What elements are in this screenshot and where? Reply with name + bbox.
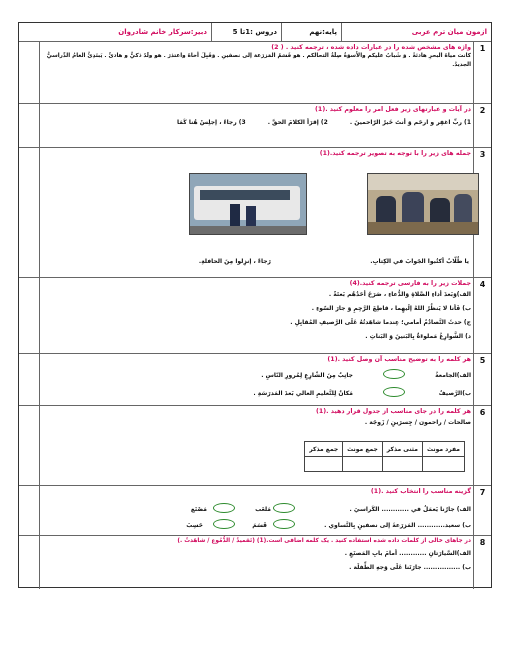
question-prompt: جمله های زیر را با توجه به تصویر ترجمه ک… [319,150,471,157]
question-number: 7 [473,485,491,535]
verse-3: 3) رجاءً ، إجلِسْ هُنا كَمَا [176,119,246,126]
verse-1: 1) ربِّ اغفِر و ارحَم وَ أنتَ خَيرُ الرّ… [349,119,471,126]
classification-table: مفرد مونث مثنی مذکر جمع مونث جمع مذکر [304,441,466,472]
fill-sentence-b: ب) ................ جارَتَنا عَلَى وَجهِ… [349,564,471,571]
table-header: مفرد مونث [421,441,466,457]
match-right-a: جانِبٌ مِنَ الشّارِعِ لِمُرورِ النّاسِ . [261,372,353,379]
choice-sentence-b: ب) سعيد............ المَزرَعةَ إلى نصفين… [324,522,471,529]
verse-2: 2) إقرَأ الكلامَ الحقَّ . [267,119,328,126]
question-number: 2 [473,103,491,147]
option-a1[interactable]: مَصْنَع [190,506,207,513]
score-cell [19,41,40,103]
grade-label: پایه:نهم [281,23,341,41]
table-header: جمع مذکر [304,441,344,457]
answer-cell[interactable] [421,456,466,472]
answer-oval[interactable] [213,503,235,513]
score-cell [19,353,40,405]
table-header: جمع مونث [342,441,383,457]
answer-cell[interactable] [381,456,423,472]
option-b2[interactable]: قَسَمَ [252,522,267,529]
score-cell [19,277,40,353]
question-2: 2 در آیات و عبارتهای زیر فعل امر را معلو… [19,103,491,148]
question-7: 7 گزینه مناسب را انتخاب کنید .(1) الف) ج… [19,485,491,536]
photo-caption-students: يا طُلّابُ أكتُبوا الجَوابَ في الكِتابِ. [370,258,469,265]
question-prompt: هر کلمه را به توضیح مناسب آن وصل کنید .(… [327,356,471,363]
score-cell [19,535,40,589]
question-5: 5 هر کلمه را به توضیح مناسب آن وصل کنید … [19,353,491,406]
lessons-label: دروس :1تا 5 [211,23,281,41]
header-row: ازمون میان ترم عربی پایه:نهم دروس :1تا 5… [19,23,491,42]
answer-cell[interactable] [304,456,344,472]
question-prompt: جملات زیر را به فارسی ترجمه کنید.(4) [349,280,471,287]
option-a2[interactable]: مَلعَب [255,506,271,513]
answer-oval[interactable] [273,503,295,513]
exam-title: ازمون میان ترم عربی [341,23,491,41]
question-number: 4 [473,277,491,353]
score-cell [19,405,40,485]
question-4: 4 جملات زیر را به فارسی ترجمه کنید.(4) ا… [19,277,491,354]
sentence-b: ب) فَأنا لا يَنظُرُ اللهُ إلَيهِما ، قاط… [311,305,471,312]
score-cell [19,147,40,277]
question-text: كانت مياهُ البحرِ هادئةً . وَ شَبابٌ علي… [46,53,471,68]
sentence-d: د) الشَّوارِعُ مَملوءَةٌ بِالبَنينَ وَ ا… [365,333,471,340]
question-prompt: در جاهای خالی از کلمات داده شده استفاده … [177,538,471,544]
table-header: مثنی مذکر [381,441,423,457]
teacher-label: دبیر:سرکار خانم شادروان [118,28,207,36]
question-prompt: واژه های مشخص شده را در عبارات داده شده … [271,44,471,51]
sentence-a: الف)وَبَعدَ أداءِ الصَّلاةِ وَالدُّعاءِ … [328,291,471,298]
score-cell [19,485,40,535]
question-number: 1 [473,41,491,103]
question-prompt: در آیات و عبارتهای زیر فعل امر را معلوم … [315,106,471,113]
question-number: 6 [473,405,491,485]
question-number: 5 [473,353,491,405]
answer-oval[interactable] [273,519,295,529]
answer-oval[interactable] [383,387,405,397]
answer-oval[interactable] [383,369,405,379]
match-left-a: الف)الجامعةُ [435,372,471,379]
question-prompt: هر کلمه را در جای مناسب از جدول قرار دهی… [316,408,471,415]
answer-oval[interactable] [213,519,235,529]
photo-caption-bus: رَجاءً ، إنزِلوا مِنَ الحافلةِ. [198,258,271,265]
choice-sentence-a: الف) جارُنا يَعمَلُ في ............ الكَ… [349,506,471,513]
match-right-b: مَكانٌ لِلتَّعليمِ العالي بَعدَ المَدرَس… [253,390,353,397]
fill-sentence-a: الف)السَّيارَتانِ ............ أمامَ باب… [344,550,471,557]
question-3: 3 جمله های زیر را با توجه به تصویر ترجمه… [19,147,491,278]
answer-cell[interactable] [342,456,383,472]
option-b1[interactable]: حَسِبَ [186,522,203,529]
bus-photo [189,173,307,235]
exam-sheet: ازمون میان ترم عربی پایه:نهم دروس :1تا 5… [18,22,492,589]
question-prompt: گزینه مناسب را انتخاب کنید .(1) [370,488,471,495]
score-cell [19,103,40,147]
classroom-photo [367,173,479,235]
match-left-b: ب)الرَّصيفُ [438,390,471,397]
question-8: 8 در جاهای خالی از کلمات داده شده استفاد… [19,535,491,589]
question-1: 1 واژه های مشخص شده را در عبارات داده شد… [19,41,491,104]
question-number: 8 [473,535,491,589]
sentence-c: ج) حدثَ التَّصادُمُ أمامي؛ عِندما شاهَدت… [290,319,471,326]
question-6: 6 هر کلمه را در جای مناسب از جدول قرار د… [19,405,491,486]
word-list: صالحات / راحمون / جِسرَينِ / زَوجَة . [364,419,471,426]
